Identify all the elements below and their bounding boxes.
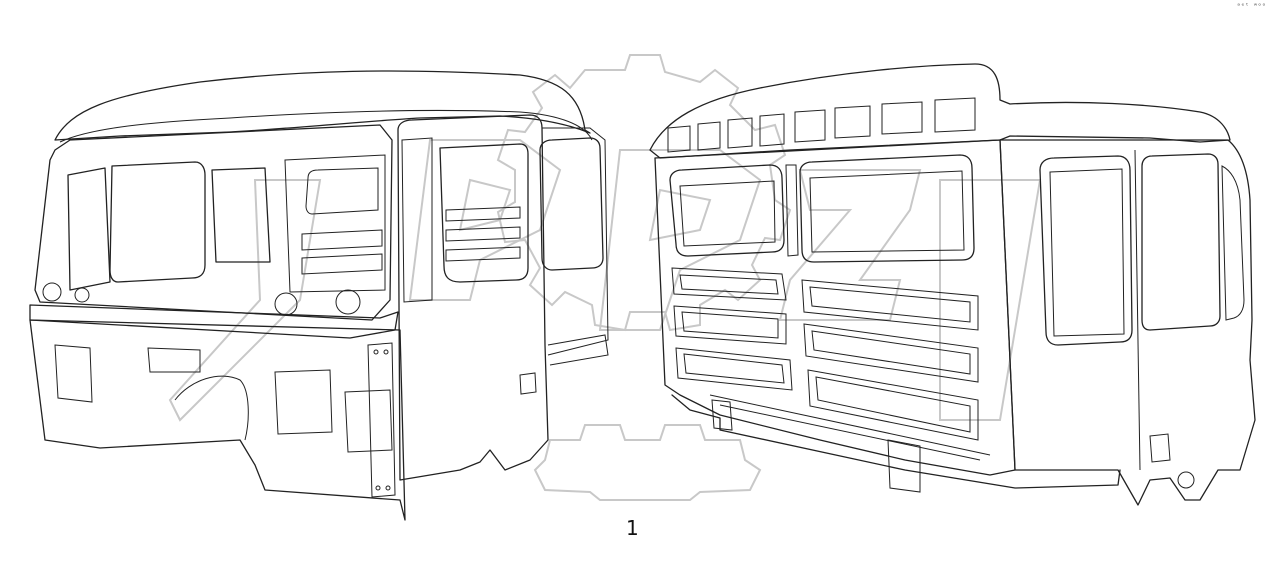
watermark-gear-bottom xyxy=(533,424,762,501)
cab-front-panel-cutout-3 xyxy=(274,369,333,435)
cab-rear-panel-6 xyxy=(807,369,979,441)
part-number-label: 1 xyxy=(626,516,639,540)
cab-rear-window-right-inner xyxy=(809,170,965,253)
cab-front-gauge-left xyxy=(42,282,62,302)
cab-front-rear-wall xyxy=(284,154,386,293)
cab-rear-view xyxy=(649,63,1256,506)
cab-front-rear-panel-2 xyxy=(301,253,383,275)
cab-rear-divider xyxy=(785,164,799,257)
cab-rear-rail-2 xyxy=(709,394,991,456)
cab-rear-panel-5 xyxy=(675,347,793,391)
watermark-gear xyxy=(496,54,792,332)
cab-front-sill xyxy=(547,334,609,366)
cab-rear-floor xyxy=(671,394,1121,489)
cab-front-windshield-center xyxy=(109,161,206,283)
cab-front-bolt-3 xyxy=(375,485,381,491)
cab-front-inner-window xyxy=(211,167,271,263)
cab-rear-side-window-1-inner xyxy=(1049,168,1125,337)
cab-front-door-handle xyxy=(519,372,537,395)
cab-front-door-panel-2 xyxy=(445,226,521,242)
cab-rear-side-window-3 xyxy=(1221,165,1245,321)
corner-mark: ᵃᵉᵗ ʷᵒᵒ xyxy=(1236,2,1266,10)
cab-front-side-panel xyxy=(542,127,609,356)
cab-front-panel-cutout-4 xyxy=(344,389,393,453)
cab-rear-roof xyxy=(649,63,1231,159)
cab-rear-window-left-inner xyxy=(679,180,776,247)
watermark-letter-5 xyxy=(939,179,1042,421)
watermark-letter-1 xyxy=(168,179,322,422)
cab-front-side-window xyxy=(539,137,604,271)
cab-front-roof xyxy=(54,70,591,141)
cab-rear-panel-2 xyxy=(801,279,979,331)
cab-front-wheel-arch xyxy=(174,375,249,441)
cab-front-door-panel-3 xyxy=(445,246,521,262)
cab-front-door-window xyxy=(439,143,529,283)
cab-rear-rail-1 xyxy=(719,404,981,461)
cab-front-windshield-left xyxy=(67,167,111,291)
cab-rear-door-line xyxy=(1134,149,1141,471)
cab-rear-window-left xyxy=(669,164,785,257)
cab-front-hole-2 xyxy=(335,289,361,315)
cab-front-gauge-mid xyxy=(74,287,90,303)
cab-front-view xyxy=(29,70,609,521)
cab-front-hole-1 xyxy=(274,292,298,316)
cab-rear-side-window-1 xyxy=(1039,155,1133,346)
cab-rear-panel-1 xyxy=(671,267,787,301)
cab-front-rear-panel-1 xyxy=(301,229,383,251)
watermark-letter-2 xyxy=(408,139,562,301)
cab-front-rear-window xyxy=(305,167,379,215)
cab-front-pillar xyxy=(401,137,433,303)
cab-rear-door-handle xyxy=(1149,433,1171,463)
cab-front-roof-edge xyxy=(59,109,593,143)
cab-front-lower-panel xyxy=(29,319,406,521)
cab-front-bolt-1 xyxy=(373,349,379,355)
cab-rear-bracket-left xyxy=(711,399,733,431)
cab-rear-wheel-arch-hole xyxy=(1177,471,1195,489)
watermark-letter-4 xyxy=(778,169,922,321)
cab-front-panel-cutout-2 xyxy=(147,347,201,373)
cab-front-windshield-frame xyxy=(34,124,393,321)
cab-rear-window-right xyxy=(799,154,975,263)
cab-front-door-panel-1 xyxy=(445,206,521,222)
cab-rear-panel-4 xyxy=(803,323,979,383)
cab-front-mount-plate xyxy=(367,342,396,498)
watermark-letter-3 xyxy=(598,149,762,331)
cab-rear-wall xyxy=(654,139,1016,476)
cab-front-bolt-4 xyxy=(385,485,391,491)
cab-rear-side-window-2 xyxy=(1141,153,1221,331)
cab-front-door xyxy=(397,114,549,481)
cab-front-bolt-2 xyxy=(383,349,389,355)
cab-rear-panel-3 xyxy=(673,305,787,345)
cab-rear-roof-vents xyxy=(667,97,976,153)
cab-rear-bracket-right xyxy=(887,439,921,493)
cab-rear-side xyxy=(999,139,1256,506)
cab-front-panel-cutout-1 xyxy=(54,344,93,403)
